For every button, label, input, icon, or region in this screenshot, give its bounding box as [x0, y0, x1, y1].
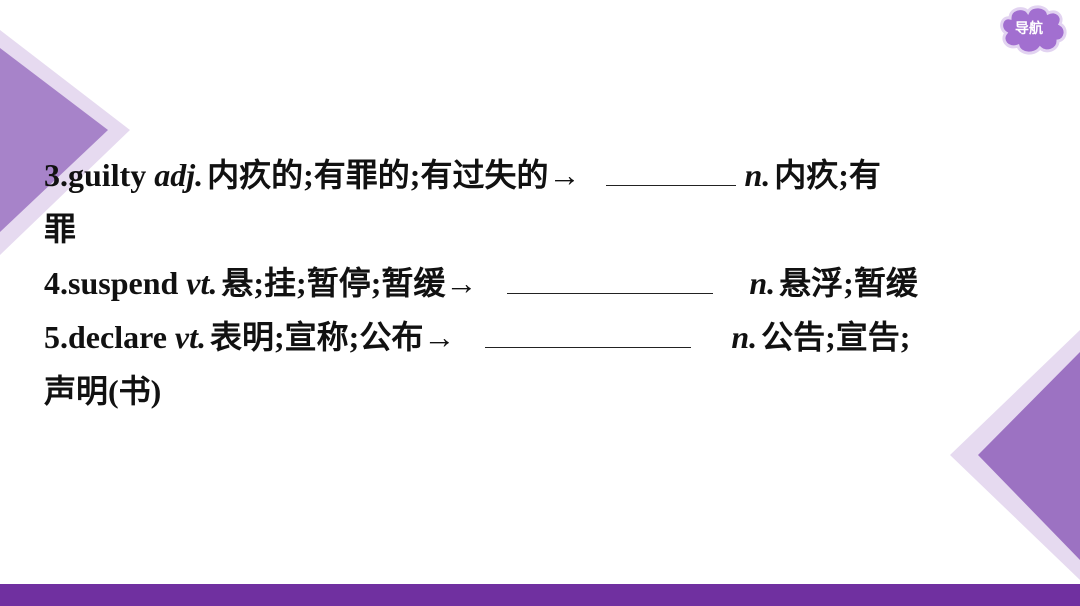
- arrow: →: [445, 265, 478, 301]
- target-meaning: 悬浮;暂缓: [779, 265, 918, 301]
- item-meaning: 表明;宣称;公布: [210, 319, 424, 355]
- target-meaning: 公告;宣告;: [761, 319, 911, 355]
- nav-button[interactable]: 导航: [998, 4, 1080, 60]
- item-word: suspend: [68, 265, 179, 301]
- target-pos: n.: [744, 157, 771, 193]
- target-meaning-cont: 声明(书): [44, 373, 162, 409]
- nav-label: 导航: [1015, 21, 1043, 37]
- arrow: →: [548, 157, 581, 193]
- item-word: guilty: [68, 157, 147, 193]
- item-word: declare: [68, 319, 167, 355]
- item-meaning: 内疚的;有罪的;有过失的: [207, 157, 549, 193]
- item-number: 5.: [44, 319, 68, 355]
- bottom-bar: [0, 584, 1080, 606]
- arrow: →: [423, 319, 456, 355]
- vocab-item-declare-cont: 声明(书): [44, 364, 1034, 418]
- target-pos: n.: [731, 319, 758, 355]
- cloud-icon: [1000, 5, 1067, 55]
- vocab-item-guilty-cont: 罪: [44, 202, 1034, 256]
- vocab-item-declare: 5.declare vt.表明;宣称;公布→ n.公告;宣告;: [44, 310, 1034, 364]
- answer-blank[interactable]: [507, 269, 714, 294]
- target-pos: n.: [749, 265, 776, 301]
- answer-blank[interactable]: [606, 161, 737, 186]
- item-meaning: 悬;挂;暂停;暂缓: [221, 265, 446, 301]
- item-number: 3.: [44, 157, 68, 193]
- item-number: 4.: [44, 265, 68, 301]
- answer-blank[interactable]: [485, 323, 692, 348]
- target-meaning: 内疚;有: [774, 157, 881, 193]
- item-pos: adj.: [154, 157, 204, 193]
- vocab-item-suspend: 4.suspend vt.悬;挂;暂停;暂缓→ n.悬浮;暂缓: [44, 256, 1034, 310]
- vocab-list: 3.guilty adj.内疚的;有罪的;有过失的→ n.内疚;有 罪 4.su…: [44, 148, 1034, 418]
- vocab-item-guilty: 3.guilty adj.内疚的;有罪的;有过失的→ n.内疚;有: [44, 148, 1034, 202]
- item-pos: vt.: [186, 265, 218, 301]
- target-meaning-cont: 罪: [44, 211, 77, 247]
- item-pos: vt.: [174, 319, 207, 355]
